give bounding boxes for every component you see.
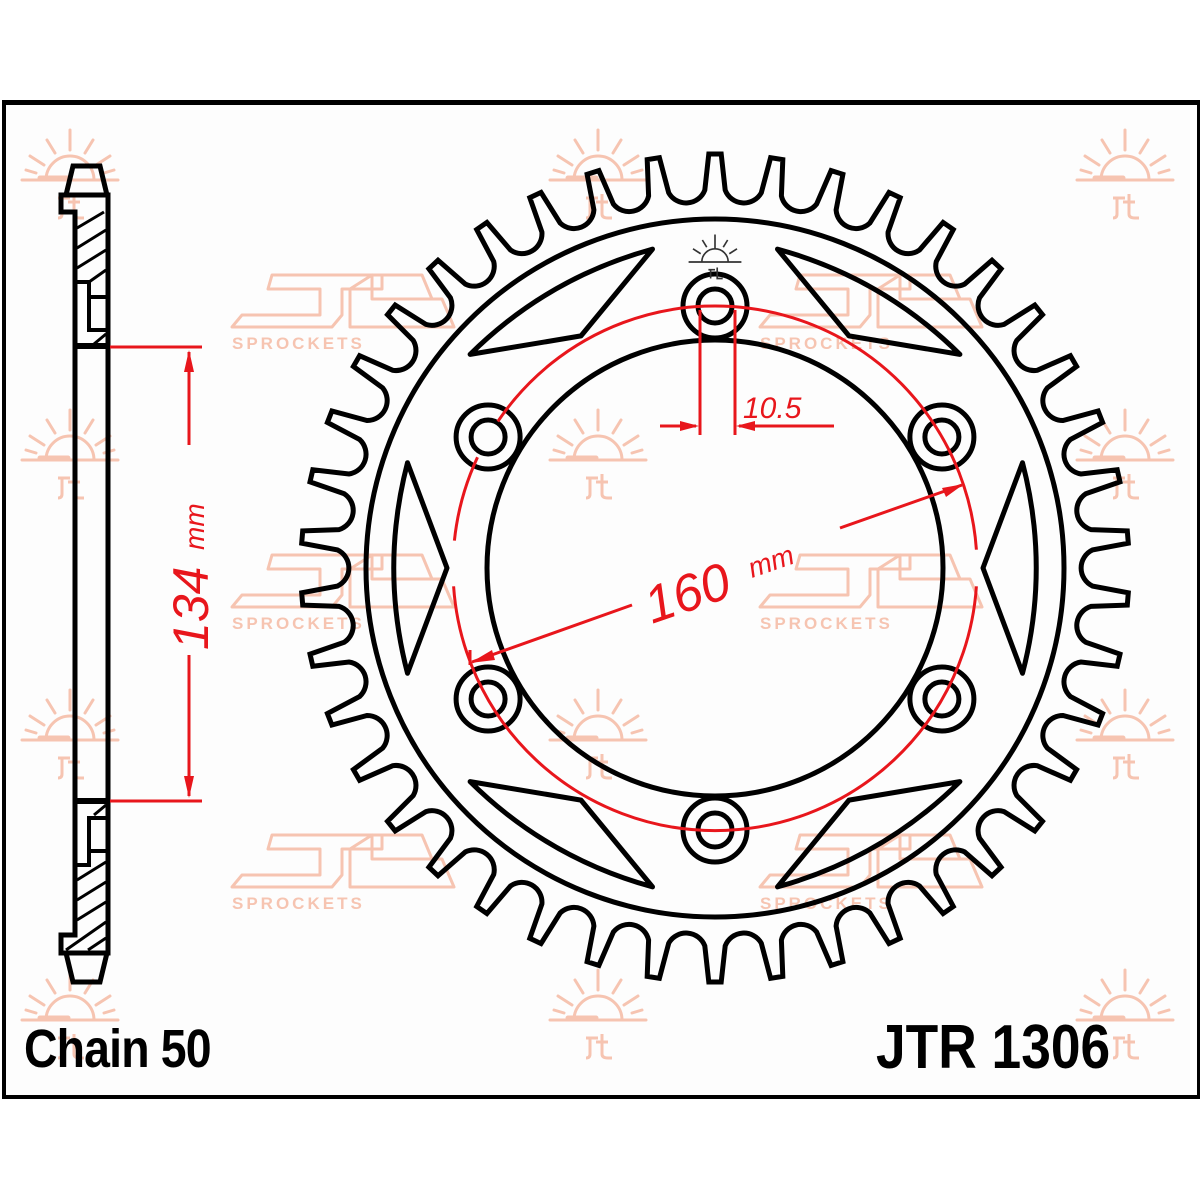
lightening-hole <box>467 246 655 357</box>
bolt-hole-value: 10.5 <box>743 392 802 425</box>
lightening-hole <box>467 779 655 890</box>
outer-ring <box>363 216 1067 920</box>
bolt-hole <box>907 402 977 472</box>
sprocket-front-view <box>299 151 1131 985</box>
lightening-hole <box>775 246 963 357</box>
bolt-hole-dimension <box>660 310 834 435</box>
jt-sun-icon <box>22 410 118 498</box>
part-number-label: JTR 1306 <box>876 1013 1111 1082</box>
hub-height-dimension <box>110 345 202 803</box>
hub-height-value: 134 <box>163 567 219 650</box>
bolt-hole <box>907 664 977 734</box>
jt-sun-icon <box>1077 690 1173 778</box>
hub-height-unit: mm <box>179 503 210 550</box>
bolt-hole <box>922 417 962 457</box>
pcd-dimension <box>468 483 964 665</box>
bolt-hole <box>922 679 962 719</box>
jt-sun-icon <box>688 234 742 280</box>
sprocket-teeth <box>299 151 1131 985</box>
jt-logo-icon <box>230 553 456 635</box>
jt-sun-icon <box>1077 410 1173 498</box>
jt-sun-icon <box>1077 130 1173 218</box>
bolt-hole <box>453 402 523 472</box>
sprocket-side-view <box>58 163 111 985</box>
pcd-unit: mm <box>744 539 798 584</box>
jt-sun-icon <box>550 970 646 1058</box>
lightening-hole <box>980 460 1039 676</box>
lightening-hole <box>775 779 963 890</box>
jt-sun-icon <box>550 410 646 498</box>
pcd-circle <box>452 304 978 832</box>
jt-logo-icon <box>230 273 456 355</box>
jt-sun-icon <box>22 690 118 778</box>
jt-logo-icon <box>230 833 456 915</box>
bolt-hole <box>680 271 750 341</box>
pcd-value: 160 <box>637 552 738 635</box>
bolt-hole <box>453 664 523 734</box>
lightening-hole <box>391 460 450 676</box>
lightening-holes <box>391 246 1039 890</box>
chain-size-label: Chain 50 <box>24 1019 212 1079</box>
bolt-hole <box>468 417 508 457</box>
bolt-hole <box>468 679 508 719</box>
